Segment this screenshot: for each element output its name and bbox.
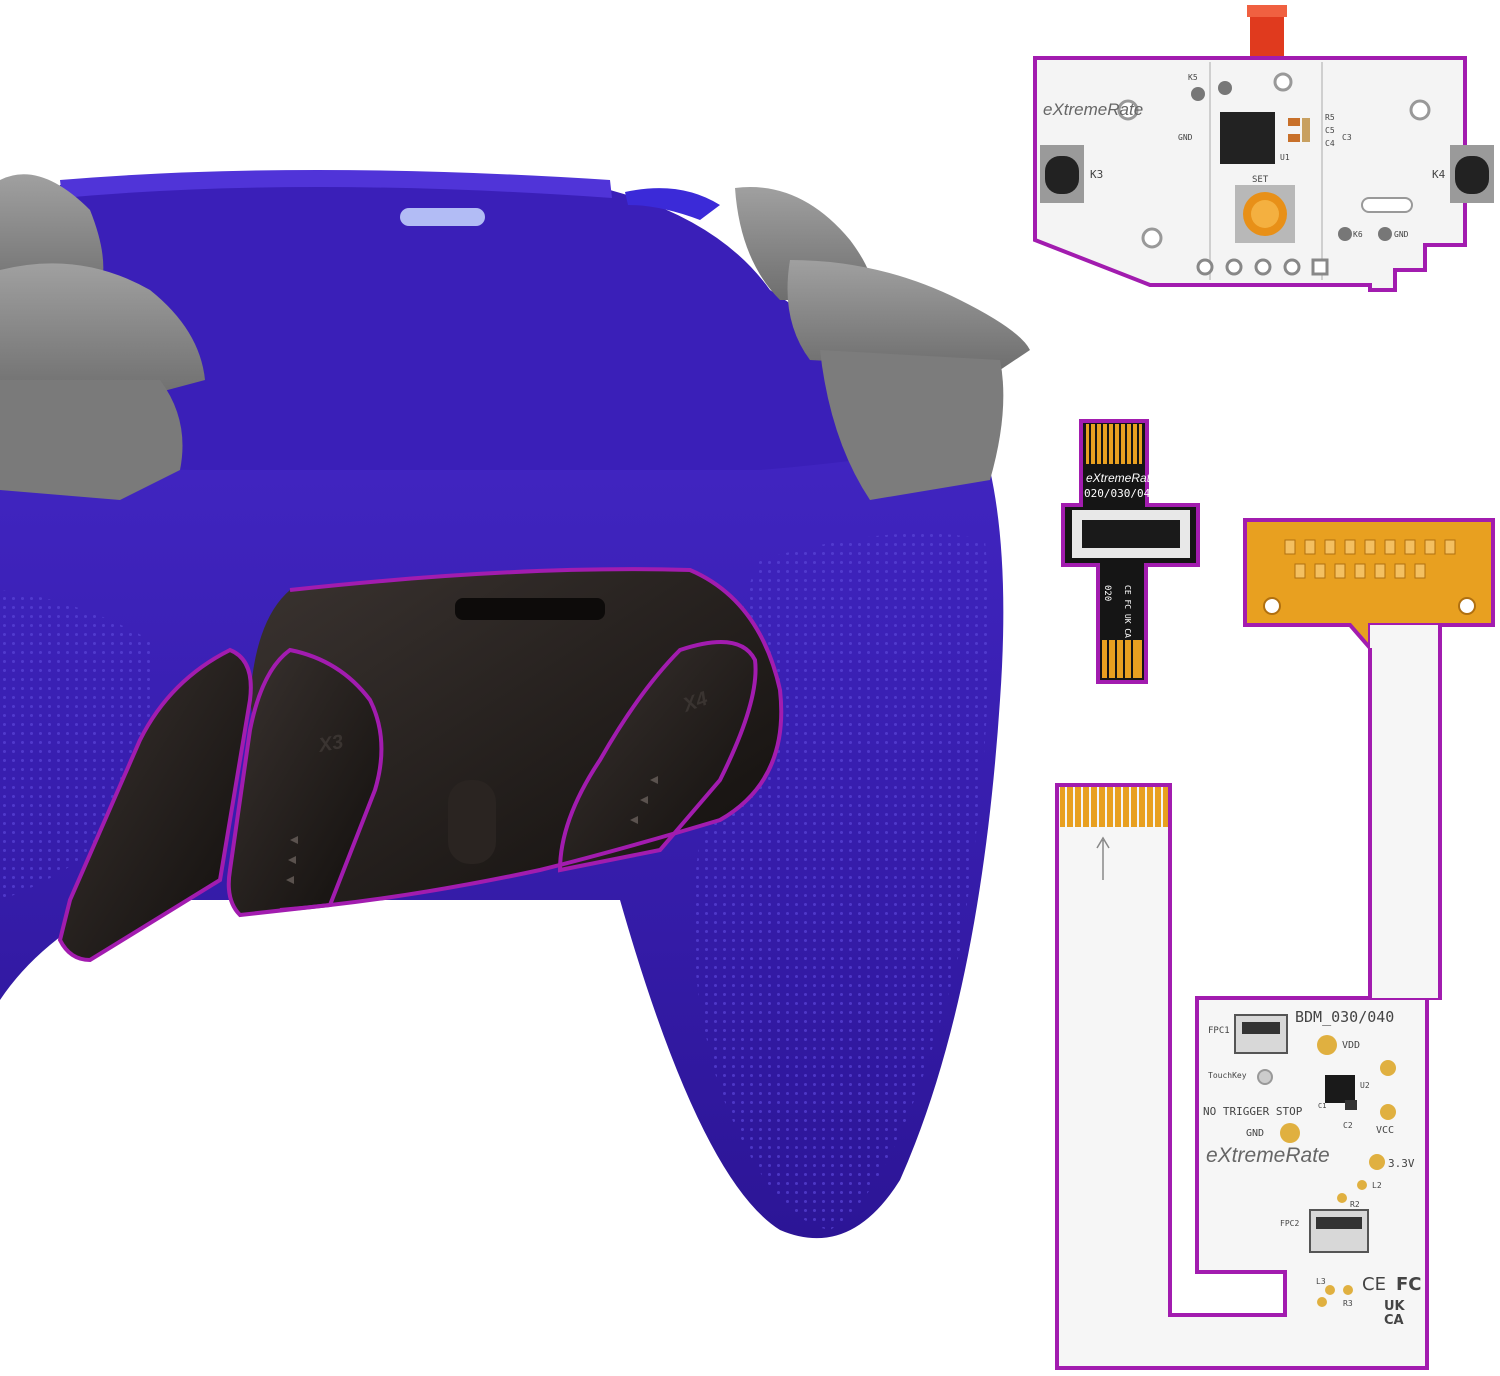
small-ribbon-cable: eXtremeRate 020/030/040 020 CE FC UK CA xyxy=(1061,419,1200,684)
label-r2: R2 xyxy=(1350,1200,1360,1209)
label-c3: C3 xyxy=(1342,133,1352,142)
controller-top-shell xyxy=(18,176,991,470)
k4-button[interactable] xyxy=(1450,145,1494,203)
label-set: SET xyxy=(1252,175,1269,185)
mark-fc: FC xyxy=(1396,1274,1422,1295)
label-vdd: VDD xyxy=(1342,1040,1360,1051)
v33-pad xyxy=(1369,1154,1385,1170)
light-bar-slot xyxy=(400,208,485,226)
label-r5: R5 xyxy=(1325,113,1335,122)
flex-strip-right-edge xyxy=(1368,625,1442,998)
small-ribbon-marks: CE FC UK CA xyxy=(1123,585,1132,638)
right-trigger-base xyxy=(820,350,1004,500)
paddle-x4-arrows xyxy=(630,776,658,824)
label-u2: U2 xyxy=(1360,1081,1370,1090)
label-u1: U1 xyxy=(1280,153,1290,162)
module-switch xyxy=(448,780,496,864)
mark-ce: CE xyxy=(1362,1274,1386,1295)
pad-row xyxy=(1196,258,1329,276)
mark-uk: UK xyxy=(1384,1299,1406,1314)
label-l3: L3 xyxy=(1316,1277,1326,1286)
module-outline xyxy=(279,567,784,912)
label-vcc: VCC xyxy=(1376,1125,1394,1136)
label-touchkey: TouchKey xyxy=(1208,1071,1247,1080)
paddle-x3-arrows xyxy=(286,836,298,884)
small-ribbon-side: 020 xyxy=(1102,585,1112,601)
vdd-pad xyxy=(1317,1035,1337,1055)
top-pcb-board: eXtremeRate K5 GND SET R5 C5 C4 C3 U1 K3… xyxy=(1033,5,1494,292)
label-3v3: 3.3V xyxy=(1388,1157,1415,1170)
label-no-trigger-stop: NO TRIGGER STOP xyxy=(1203,1105,1303,1118)
small-ribbon-model: 020/030/040 xyxy=(1084,487,1157,500)
flex-orange-pads xyxy=(1284,539,1456,579)
label-gnd: GND xyxy=(1246,1128,1264,1139)
large-flex-board: BDM_030/040 FPC1 VDD TouchKey U2 NO TRIG… xyxy=(1055,518,1495,1370)
l2-pad xyxy=(1357,1180,1367,1190)
module-slot xyxy=(455,598,605,620)
fpc2-connector[interactable] xyxy=(1309,1209,1369,1253)
label-fpc1: FPC1 xyxy=(1208,1026,1230,1036)
gnd-pad xyxy=(1280,1123,1300,1143)
label-gnd-right: GND xyxy=(1394,230,1409,239)
label-l2: L2 xyxy=(1372,1181,1382,1190)
large-board-brand: eXtremeRate xyxy=(1206,1144,1330,1167)
l3-pad xyxy=(1325,1285,1335,1295)
flex-arrow-icon xyxy=(1096,836,1110,880)
label-c2: C2 xyxy=(1343,1121,1353,1130)
c-pad xyxy=(1380,1060,1396,1076)
u2-chip xyxy=(1325,1075,1355,1103)
r3-pad xyxy=(1343,1285,1353,1295)
trigger-accent xyxy=(625,188,720,220)
top-board-outline xyxy=(1033,56,1467,292)
mark-ca: CA xyxy=(1384,1313,1404,1328)
label-k5: K5 xyxy=(1188,73,1198,82)
paddle-left-outer xyxy=(57,647,253,963)
top-board-brand: eXtremeRate xyxy=(1043,100,1143,119)
label-k6: K6 xyxy=(1353,230,1363,239)
set-button[interactable] xyxy=(1235,185,1295,243)
top-board-chip xyxy=(1220,112,1275,164)
small-ribbon-brand: eXtremeRate xyxy=(1086,471,1157,485)
paddle-x3[interactable] xyxy=(226,647,384,918)
label-c4: C4 xyxy=(1325,139,1335,148)
label-k4: K4 xyxy=(1432,168,1446,181)
controller: X3 X4 xyxy=(0,170,1030,1239)
paddle-x3-label: X3 xyxy=(316,731,345,757)
left-trigger-base xyxy=(0,380,183,500)
r2-pad xyxy=(1337,1193,1347,1203)
board-model: BDM_030/040 xyxy=(1295,1008,1394,1026)
label-fpc2: FPC2 xyxy=(1280,1219,1299,1228)
label-c5: C5 xyxy=(1325,126,1335,135)
label-k3: K3 xyxy=(1090,168,1103,181)
right-trigger-r1 xyxy=(787,260,1030,370)
left-trigger-l1 xyxy=(0,263,205,400)
label-r3: R3 xyxy=(1343,1299,1353,1308)
top-connector-stem xyxy=(1247,5,1287,17)
label-c1: C1 xyxy=(1318,1102,1326,1110)
vcc-pad xyxy=(1380,1104,1396,1120)
extra-pad xyxy=(1317,1297,1327,1307)
flex-strip-right xyxy=(1370,625,1440,998)
label-gnd-left: GND xyxy=(1178,133,1193,142)
paddle-x4[interactable] xyxy=(557,640,758,873)
touchkey-pad[interactable] xyxy=(1257,1069,1273,1085)
shell-edge xyxy=(60,170,612,198)
k3-button[interactable] xyxy=(1040,145,1084,203)
top-board-slot xyxy=(1361,197,1413,213)
